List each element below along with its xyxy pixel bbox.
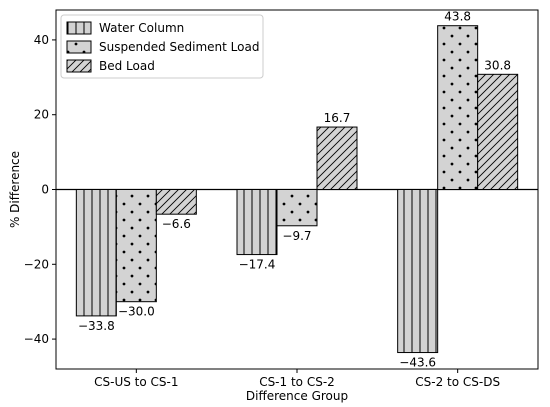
y-axis-title: % Difference [8, 151, 22, 228]
bar [276, 189, 318, 227]
bar [397, 189, 439, 354]
x-tick-label: CS-1 to CS-2 [259, 375, 335, 389]
legend-swatch [66, 40, 92, 54]
bars-group [75, 25, 519, 354]
data-label: −43.6 [399, 356, 436, 370]
legend-box [60, 14, 264, 79]
bar [316, 126, 358, 190]
data-label: −6.6 [162, 217, 191, 231]
legend-swatch [66, 59, 92, 73]
y-tick-label: 0 [41, 183, 49, 197]
data-label: 30.8 [484, 58, 511, 72]
data-label: −30.0 [118, 305, 155, 319]
bar [155, 189, 197, 215]
y-tick-label: −20 [24, 257, 49, 271]
x-tick-label: CS-2 to CS-DS [415, 375, 500, 389]
bar [75, 189, 117, 317]
x-tick-label: CS-US to CS-1 [94, 375, 178, 389]
y-tick-label: 20 [34, 108, 49, 122]
x-axis-title: Difference Group [246, 389, 348, 403]
data-label: −33.8 [78, 319, 115, 333]
legend-label: Bed Load [99, 59, 155, 73]
y-tick-label: 40 [34, 33, 49, 47]
data-label: −9.7 [282, 229, 311, 243]
bar [115, 189, 157, 303]
legend-label: Water Column [99, 21, 184, 35]
bar [437, 25, 479, 190]
data-label: −17.4 [239, 258, 276, 272]
legend-swatch [66, 21, 92, 35]
bar [236, 189, 278, 256]
data-labels-group: −33.8 −17.4 −43.6 −30.0 −9.7 43.8 −6.6 16.7 30.8 [78, 10, 511, 370]
data-label: 43.8 [444, 10, 471, 24]
y-tick-label: −40 [24, 332, 49, 346]
data-label: 16.7 [324, 111, 351, 125]
legend-label: Suspended Sediment Load [99, 40, 259, 54]
bar [477, 73, 519, 190]
